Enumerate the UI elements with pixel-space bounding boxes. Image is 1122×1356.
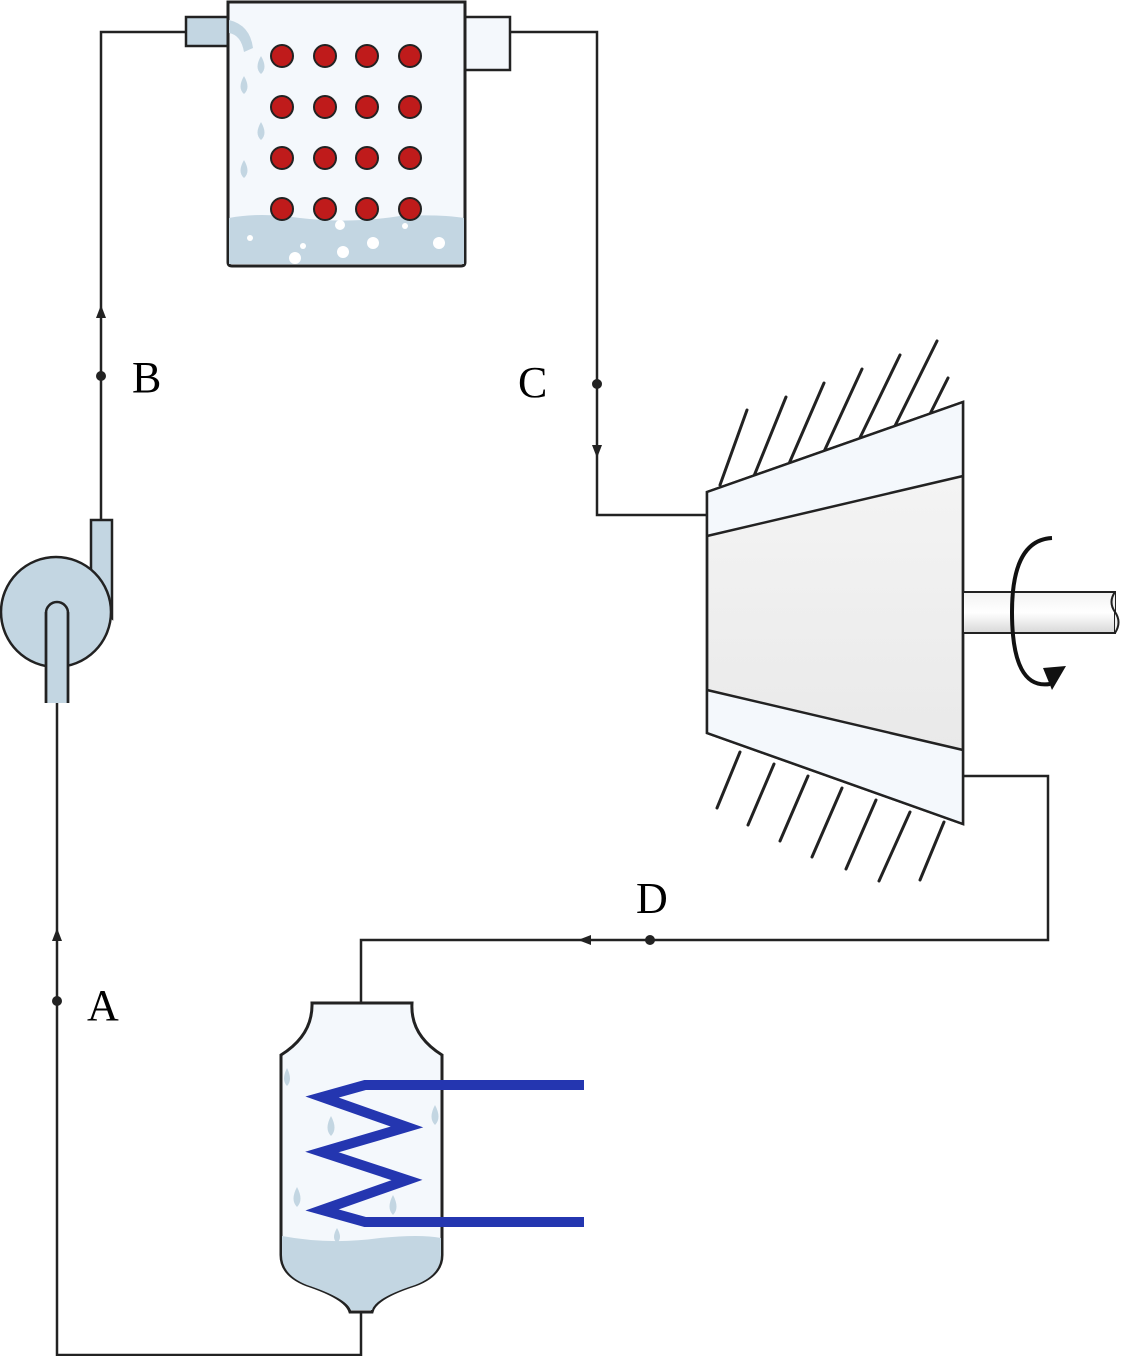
flow-arrow-b: [96, 305, 106, 318]
state-points: [52, 371, 655, 1006]
condenser-icon: [279, 1001, 584, 1314]
point-a-dot: [52, 996, 62, 1006]
point-d-dot: [645, 935, 655, 945]
rotation-arrow-icon: [1009, 536, 1066, 690]
flow-arrow-d: [578, 935, 591, 945]
boiler-icon: [184, 0, 512, 268]
cooling-coil: [305, 1080, 584, 1227]
pipe-boiler-to-turbine: [510, 30, 707, 517]
pipe-turbine-to-condenser: [359, 774, 1050, 1005]
flow-arrows: [52, 305, 602, 945]
point-a-label: A: [87, 981, 119, 1030]
turbine-icon: [705, 339, 965, 883]
pipe-condenser-to-pump: [55, 703, 363, 1356]
point-b-label: B: [132, 353, 161, 402]
casing-hatch-top: [718, 339, 950, 487]
point-d-label: D: [636, 874, 668, 923]
pipe-pump-to-boiler: [99, 30, 186, 520]
shaft-icon: [962, 591, 1120, 634]
flow-arrow-a: [52, 928, 62, 941]
pump-icon: [0, 518, 114, 703]
pipes: [55, 30, 1050, 1356]
flow-arrow-c: [592, 445, 602, 458]
point-c-dot: [592, 379, 602, 389]
point-c-label: C: [518, 358, 547, 407]
point-b-dot: [96, 371, 106, 381]
casing-hatch-bottom: [715, 750, 946, 883]
boiler-tubes: [270, 44, 422, 221]
